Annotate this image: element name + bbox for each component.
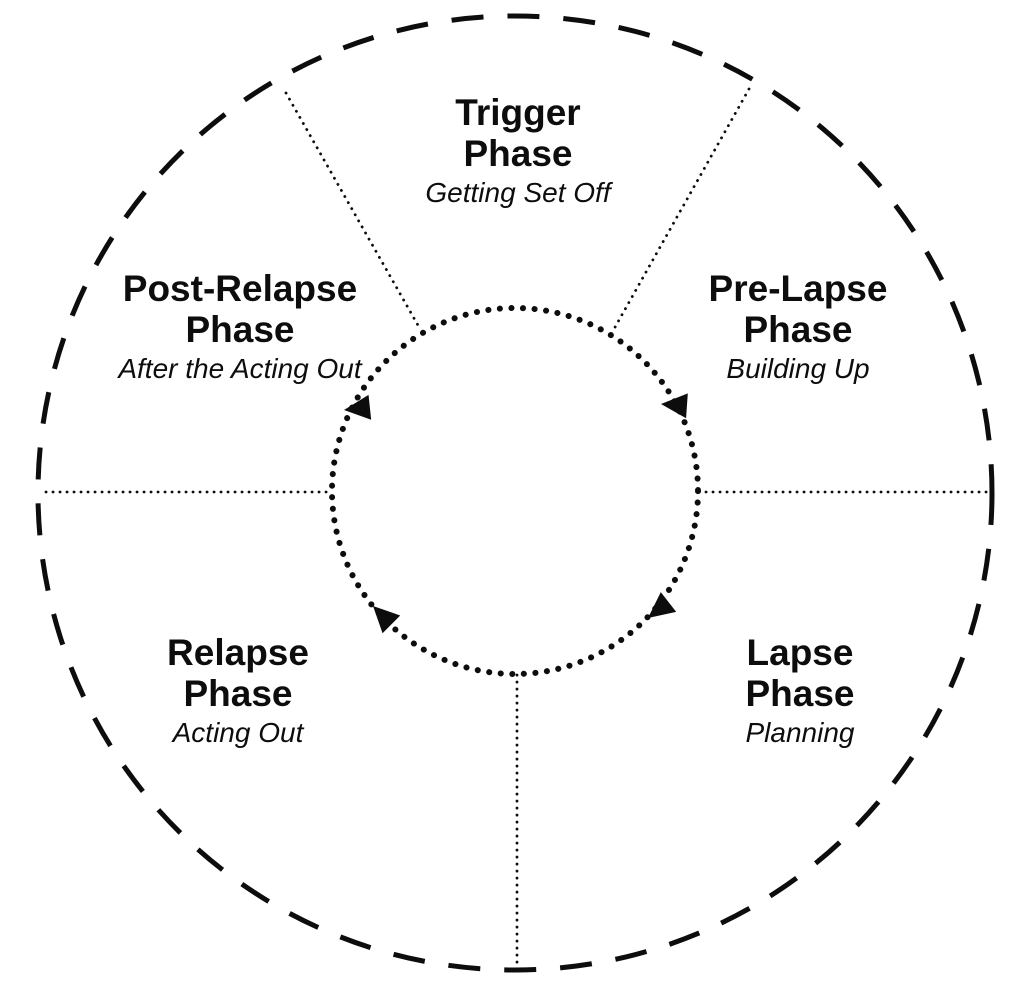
phase-name-line2: Phase xyxy=(183,673,293,714)
phase-label-pre-lapse: Pre-Lapse Phase Building Up xyxy=(709,268,888,386)
phase-name-line1: Lapse xyxy=(746,632,854,673)
inner-dotted-circle xyxy=(329,305,701,677)
phase-subtitle: Building Up xyxy=(726,353,870,384)
phase-label-relapse: Relapse Phase Acting Out xyxy=(167,632,309,750)
cycle-arrow-bottom-right-icon xyxy=(648,592,677,618)
outer-dashed-circle xyxy=(35,13,995,973)
phase-name-line2: Phase xyxy=(185,309,295,350)
cycle-arrow-top-right-icon xyxy=(661,393,688,419)
phase-subtitle: After the Acting Out xyxy=(118,353,362,384)
phase-subtitle: Getting Set Off xyxy=(425,177,611,208)
phase-subtitle: Acting Out xyxy=(172,717,304,748)
phase-name-line1: Trigger xyxy=(455,92,581,133)
phase-name-line2: Phase xyxy=(745,673,855,714)
phase-name-line1: Pre-Lapse xyxy=(708,268,888,309)
phase-label-post-relapse: Post-Relapse Phase After the Acting Out xyxy=(118,268,361,386)
phase-name-line2: Phase xyxy=(743,309,853,350)
cycle-arrow-top-left-icon xyxy=(344,394,372,420)
phase-name-line1: Relapse xyxy=(167,632,309,673)
divider-upper-left-diagonal xyxy=(284,91,421,329)
phase-name-line1: Post-Relapse xyxy=(122,268,358,309)
phase-subtitle: Planning xyxy=(745,717,855,748)
phase-label-trigger: Trigger Phase Getting Set Off xyxy=(425,92,610,210)
cycle-arrow-bottom-left-icon xyxy=(373,606,401,634)
phase-label-lapse: Lapse Phase Planning xyxy=(745,632,854,750)
phase-name-line2: Phase xyxy=(463,133,573,174)
